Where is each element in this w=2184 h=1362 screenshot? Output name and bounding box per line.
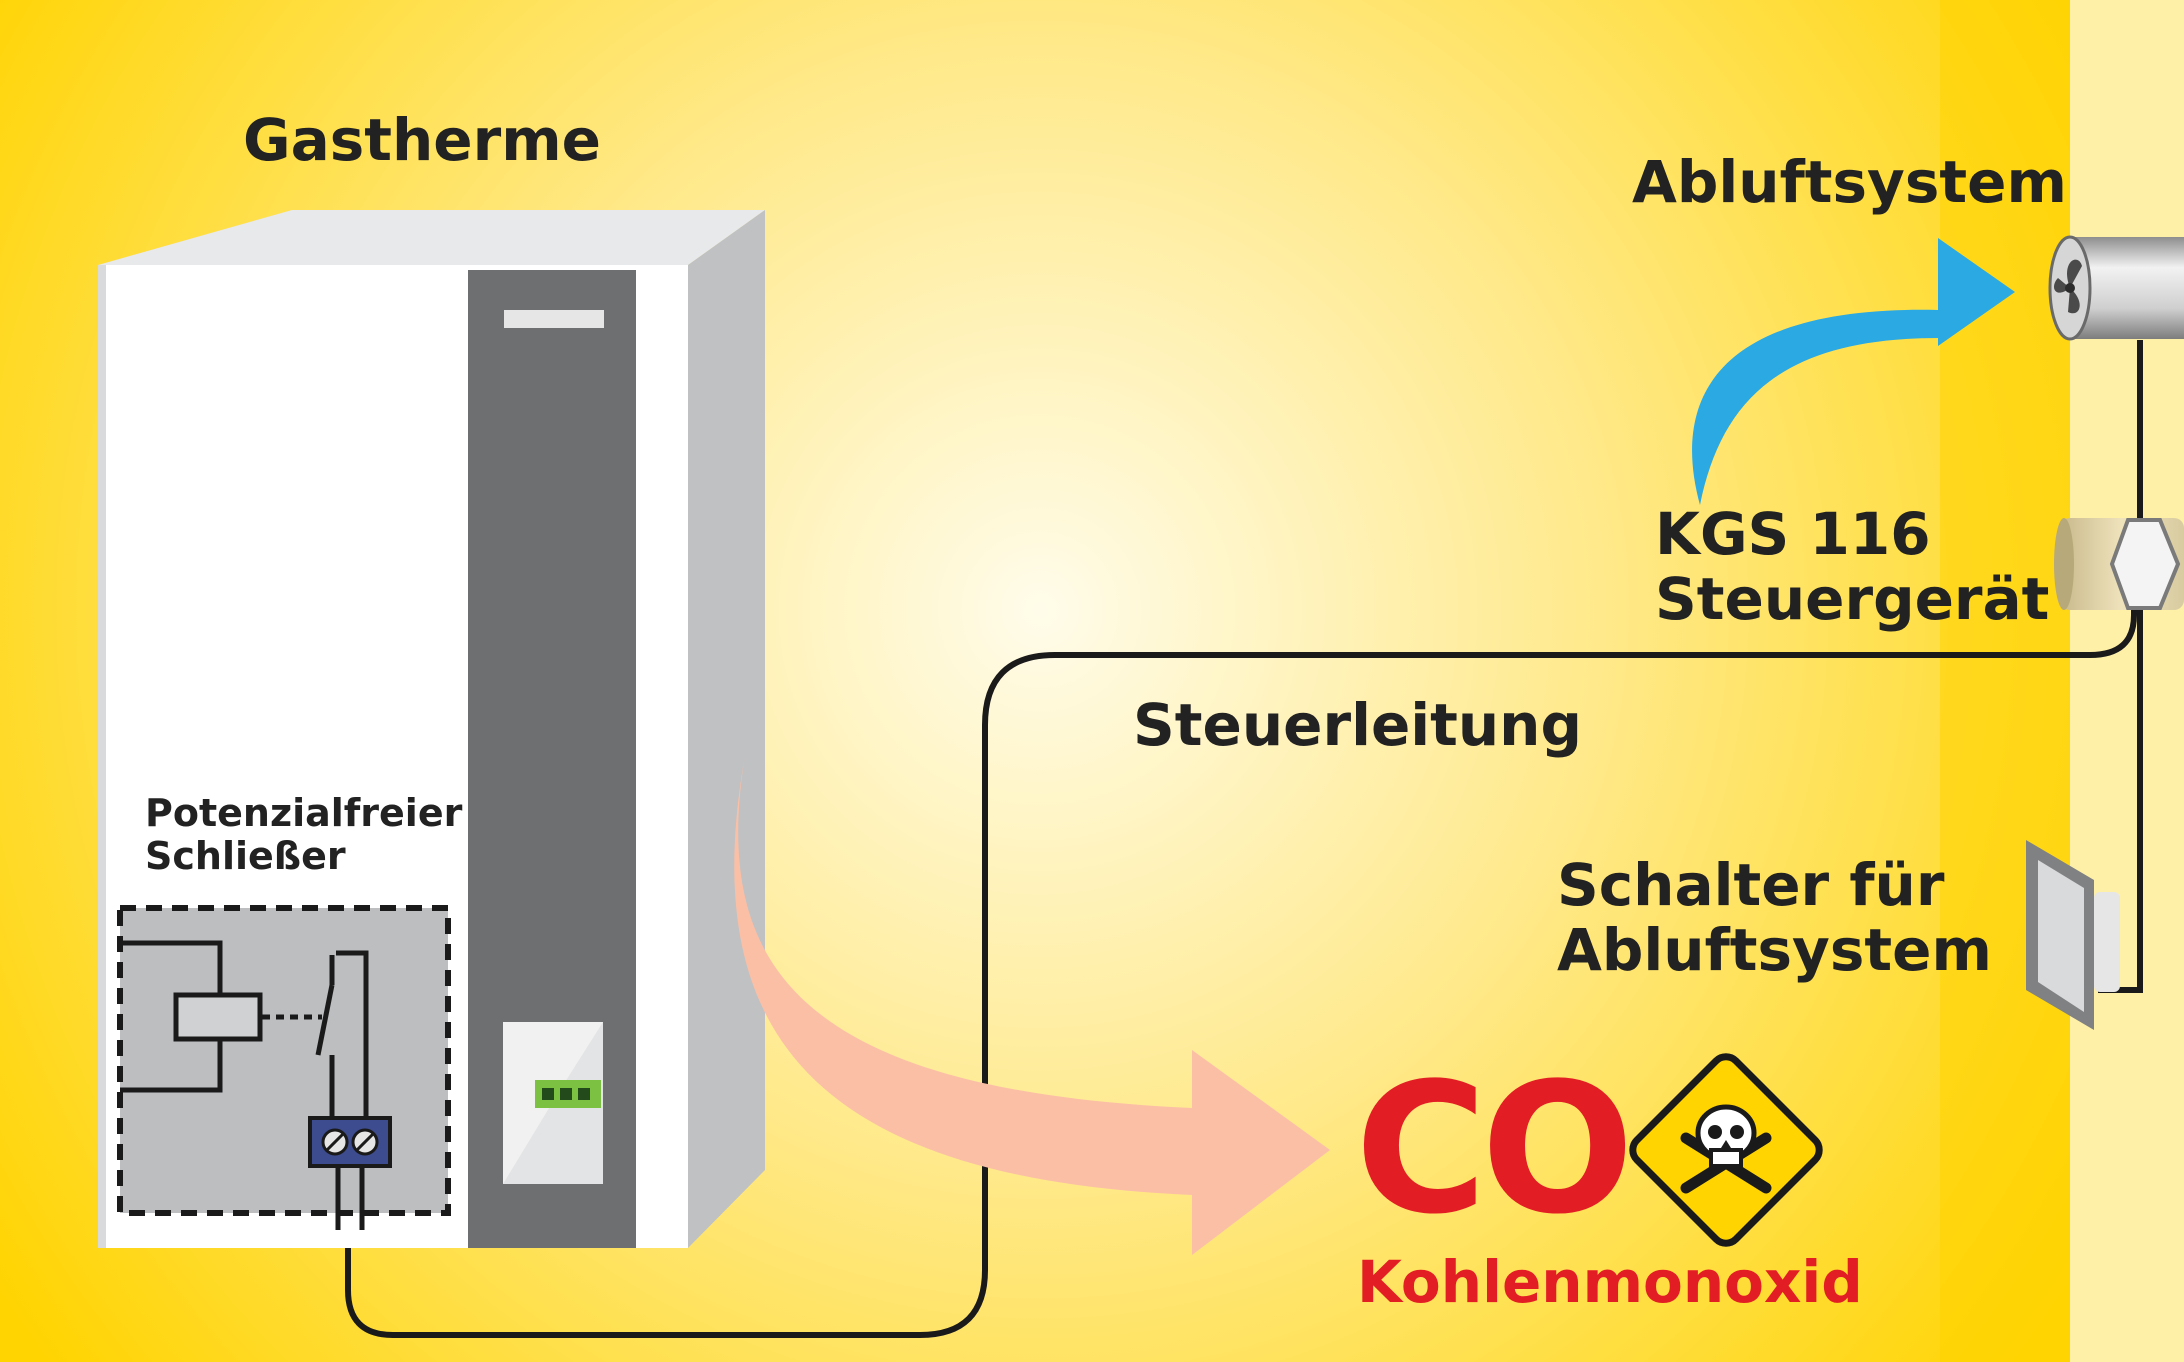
label-potenzialfreier-schliesser: Potenzialfreier Schließer <box>145 792 462 877</box>
skull-eye-right <box>1730 1125 1744 1139</box>
skull-jaw <box>1709 1148 1743 1168</box>
label-potenzial-line2: Schließer <box>145 833 346 878</box>
kgs-hex <box>2109 518 2181 610</box>
boiler-control-facet <box>503 1022 603 1184</box>
kgs-face <box>2054 518 2074 610</box>
label-kgs-line2: Steuergerät <box>1655 564 2050 633</box>
label-kohlenmonoxid: Kohlenmonoxid <box>1357 1248 1863 1316</box>
fan-icon <box>2048 235 2184 341</box>
relay-wire-right <box>336 950 369 1120</box>
co-arrow <box>734 755 1330 1255</box>
label-gastherme: Gastherme <box>243 106 601 174</box>
label-schalter-line2: Abluftsystem <box>1557 915 1992 984</box>
label-schalter-line1: Schalter für <box>1557 851 1945 919</box>
boiler-led-1 <box>542 1088 554 1100</box>
fan-blade-2 <box>2068 288 2080 314</box>
relay-coil <box>173 992 263 1042</box>
boiler-slot <box>504 310 604 328</box>
boiler-led-3 <box>578 1088 590 1100</box>
label-co: CO <box>1355 1045 1634 1254</box>
label-potenzial-line1: Potenzialfreier <box>145 791 463 835</box>
terminal-screw-1-slot <box>325 1132 345 1152</box>
kgs-controller <box>2054 518 2184 610</box>
relay-icon <box>117 905 451 1230</box>
wall-shadow <box>1940 0 2070 1362</box>
label-kgs-steuergeraet: KGS 116 Steuergerät <box>1655 502 2049 632</box>
fan-blade-1 <box>2067 259 2082 288</box>
exhaust-arrow <box>1692 238 2015 505</box>
terminal-screw-2-slot <box>355 1132 375 1152</box>
switch-icon <box>2026 840 2120 1030</box>
label-kgs-line1: KGS 116 <box>1655 500 1931 568</box>
relay-box <box>117 905 451 1216</box>
control-cable <box>345 595 2137 1338</box>
boiler-top <box>98 210 765 265</box>
label-schalter: Schalter für Abluftsystem <box>1557 853 1992 983</box>
boiler-side <box>688 210 765 1248</box>
relay-contact <box>315 984 335 1056</box>
wall-strip <box>2070 0 2184 1362</box>
boiler-edge <box>98 265 106 1248</box>
label-steuerleitung: Steuerleitung <box>1133 691 1582 759</box>
label-abluftsystem: Abluftsystem <box>1632 148 2067 216</box>
switch-base <box>2094 892 2120 992</box>
fan-hub <box>2065 283 2075 293</box>
skull-eye-left <box>1708 1125 1722 1139</box>
skull-nose <box>1721 1140 1731 1148</box>
switch-rocker <box>2038 860 2084 1012</box>
skull-crossbones-icon <box>1629 1053 1823 1247</box>
boiler-led-2 <box>560 1088 572 1100</box>
